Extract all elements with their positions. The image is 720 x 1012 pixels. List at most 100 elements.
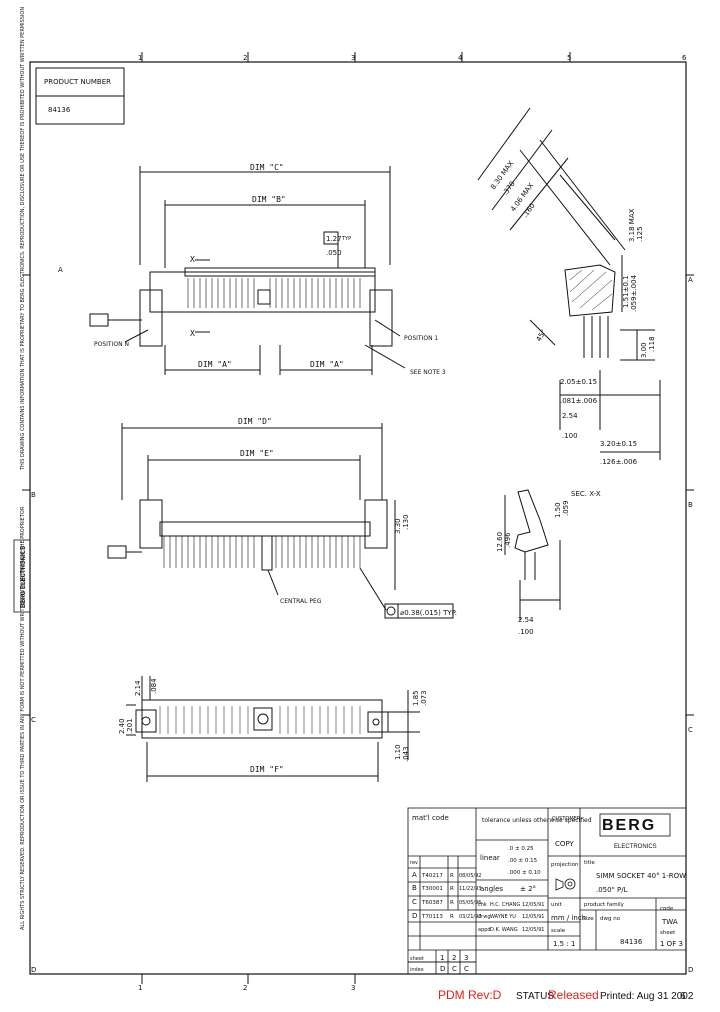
product-number-box: PRODUCT NUMBER 84136: [35, 67, 125, 125]
column-1-label: 1: [138, 54, 142, 62]
rev-a-date: 08/05/92: [459, 873, 481, 879]
bottom-dim-e-inch: .043: [402, 746, 410, 762]
dim-e-label: DIM "E": [240, 449, 274, 458]
bottom-dim-d-inch: .073: [420, 690, 428, 706]
box-typ-label: TYP: [341, 236, 351, 242]
row-a-right-label: A: [688, 276, 693, 284]
top-view: [89, 166, 406, 375]
rev-b-date: 11/22/93: [459, 886, 481, 892]
berg-logo: BERG: [602, 817, 656, 834]
side-dim-8-inch: .118: [648, 336, 656, 352]
signoff-chk-date: 12/05/91: [522, 902, 544, 908]
rev-b-letter: B: [412, 884, 417, 892]
section-dim-3-inch: .100: [518, 628, 534, 636]
column-3-bottom-label: 3: [351, 984, 355, 992]
side-dim-7-inch: .126±.006: [600, 458, 638, 466]
index-row-3: C: [464, 965, 469, 973]
row-d-label: D: [31, 966, 36, 974]
title-line-2: .050" P/L: [596, 886, 628, 894]
footer: PDM Rev:D STATUS Released Printed: Aug 3…: [438, 988, 694, 1002]
rev-d-by: R: [450, 914, 454, 920]
section-label: SEC. X-X: [571, 490, 601, 498]
column-markers-top: 1 2 3 4 5 6: [138, 54, 687, 62]
front-view: [107, 423, 454, 619]
bottom-dim-e: 1.10: [394, 744, 402, 760]
section-dim-2-inch: .059: [562, 500, 570, 516]
rev-a-number: T40217: [421, 873, 443, 879]
bottom-dim-c-inch: .201: [126, 718, 134, 734]
section-x-bottom-label: X: [190, 329, 195, 338]
section-x-top-label: X: [190, 255, 195, 264]
side-view-labels: 8.30 MAX .370 4.06 MAX .160 3.18 MAX .12…: [489, 159, 656, 466]
berg-logo-sub: ELECTRONICS: [614, 844, 657, 850]
position-n-label: POSITION N: [94, 341, 129, 348]
side-dim-5-inch: .081±.006: [560, 397, 598, 405]
row-c-label: C: [31, 716, 36, 724]
column-4-label: 4: [458, 54, 463, 62]
rev-a-letter: A: [412, 871, 417, 879]
size-label: size: [583, 916, 594, 922]
index-row-2: C: [452, 965, 457, 973]
front-height-dim: 3.30: [394, 518, 402, 534]
unit-label: unit: [551, 902, 562, 908]
rev-a-by: R: [450, 873, 454, 879]
side-dim-6-inch: .100: [562, 432, 578, 440]
rev-d-number: T70113: [421, 914, 443, 920]
tolerance-2: .00 ± 0.15: [508, 858, 538, 864]
dim-b-label: DIM "B": [252, 195, 286, 204]
side-logo-box: [13, 539, 31, 613]
dim-c-label: DIM "C": [250, 163, 284, 172]
dim-d-label: DIM "D": [238, 417, 272, 426]
projection-label: projection: [551, 862, 579, 868]
signoff-drwg-role: drwg: [478, 914, 491, 920]
unit-value: mm / inch: [551, 914, 586, 922]
top-view-labels: DIM "C" DIM "B" DIM "A" DIM "A" 1.27 TYP…: [94, 163, 446, 376]
signoff-appd-name: D.K. WANG: [490, 927, 518, 933]
code-label: code: [660, 906, 674, 912]
bottom-dim-c: 2.40: [118, 718, 126, 734]
side-view: [477, 107, 661, 460]
tolerance-1: .0 ± 0.25: [508, 846, 534, 852]
scale-label: scale: [551, 928, 566, 934]
row-a-label: A: [58, 266, 63, 274]
front-view-labels: DIM "D" DIM "E" CENTRAL PEG ⌀0.38(.015) …: [238, 417, 457, 617]
side-dim-7: 3.20±0.15: [600, 440, 637, 448]
sheet-row-1: 1: [440, 954, 444, 962]
copy-label: COPY: [555, 840, 574, 848]
side-notes: THIS DRAWING CONTAINS INFORMATION THAT I…: [13, 7, 31, 930]
linear-label: linear: [480, 854, 500, 862]
angle-tolerance: ± 2°: [520, 885, 536, 893]
rev-c-by: R: [450, 900, 454, 906]
bottom-dim-d: 1.85: [412, 690, 420, 706]
side-dim-4-inch: .059±.004: [630, 274, 638, 312]
rev-header: rev: [410, 860, 418, 866]
index-row-1: D: [440, 965, 445, 973]
tolerance-frame-label: ⌀0.38(.015) TYP.: [400, 609, 457, 617]
side-dim-5: 2.05±0.15: [560, 378, 597, 386]
section-dim-1-inch: .496: [504, 532, 512, 548]
rev-b-number: T30001: [421, 886, 443, 892]
side-dim-4: 1.51±0.1: [622, 275, 630, 308]
rights-note: ALL RIGHTS STRICTLY RESERVED. REPRODUCTI…: [20, 506, 26, 930]
column-2-label: 2: [243, 54, 247, 62]
side-dim-3: 3.18 MAX: [628, 208, 636, 242]
section-x-view: [504, 489, 561, 620]
side-dim-2-inch: .160: [521, 202, 537, 219]
column-3-label: 3: [351, 54, 355, 62]
product-number-label: PRODUCT NUMBER: [44, 78, 111, 86]
section-dim-1: 12.60: [496, 532, 504, 552]
box-dim-inch-label: .050: [326, 249, 342, 257]
position-1-label: POSITION 1: [404, 335, 438, 342]
proprietary-note: THIS DRAWING CONTAINS INFORMATION THAT I…: [20, 7, 26, 471]
side-dim-3-inch: .125: [636, 226, 644, 242]
footer-sheet-number: 6: [680, 991, 686, 1002]
title-block-text: mat'l code tolerance unless otherwise sp…: [410, 814, 686, 973]
title-label: title: [584, 860, 595, 866]
box-dim-label: 1.27: [326, 235, 342, 243]
customer-label: CUSTOMER: [552, 816, 581, 822]
code-value: TWA: [661, 918, 678, 926]
bottom-view-labels: DIM "F" 2.14 .084 2.40 .201 1.85 .073 1.…: [118, 678, 428, 774]
column-2-bottom-label: 2: [243, 984, 247, 992]
section-x-labels: SEC. X-X 12.60 .496 1.50 .059 2.54 .100: [496, 490, 601, 636]
